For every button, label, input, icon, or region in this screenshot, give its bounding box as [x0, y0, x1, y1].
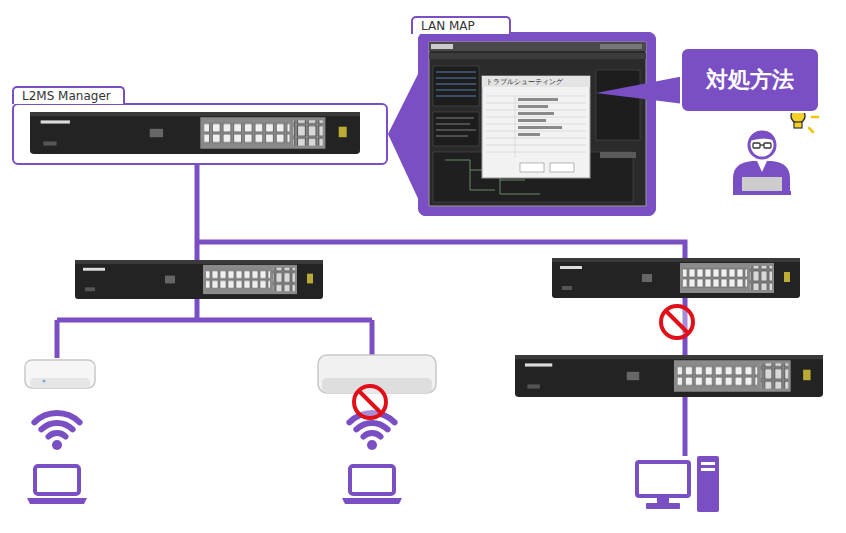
frame-heading: L2MS Manager	[12, 86, 125, 104]
manager-switch	[30, 112, 360, 154]
prohibition-sign	[354, 386, 386, 418]
person-icon	[733, 131, 791, 195]
frame-heading: LAN MAP	[411, 16, 511, 34]
wifi-symbol	[34, 413, 79, 450]
lanmap-frame: LAN MAP	[418, 32, 656, 216]
callout-bubble: 対処方法	[680, 47, 820, 113]
laptop-icon	[342, 466, 402, 504]
desktop-icon	[637, 456, 719, 512]
callout-pointer	[388, 68, 421, 205]
access-point	[25, 360, 95, 388]
network-switch	[75, 260, 323, 299]
laptop-icon	[27, 466, 87, 504]
screenshot	[429, 42, 646, 206]
callout-text: 対処方法	[706, 65, 794, 95]
bubble-pointer	[596, 76, 684, 104]
network-switch	[515, 355, 823, 397]
manager-frame: L2MS Manager	[12, 103, 388, 165]
lanmap-panel	[418, 32, 656, 216]
network-switch	[552, 258, 800, 298]
dialog-title: トラブルシューティング	[486, 78, 563, 87]
prohibition-sign	[661, 306, 693, 338]
